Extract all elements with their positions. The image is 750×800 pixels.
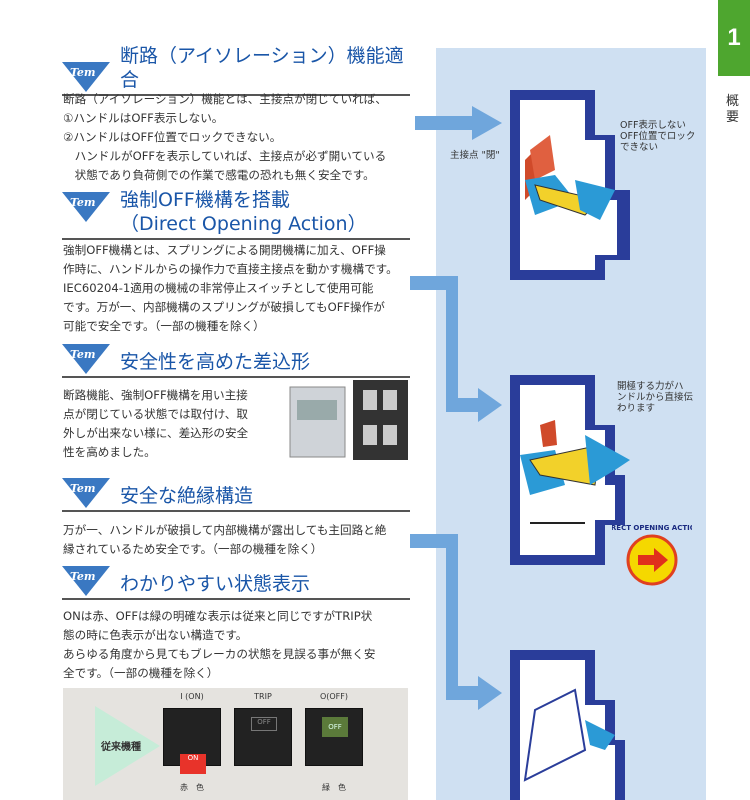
state-label-off: O(OFF) [319, 692, 349, 701]
switch-off: OFF [305, 708, 363, 766]
section-body-plug-in: 断路機能、強制OFF機構を用い主接点が閉じている状態では取付け、取外しが出来ない… [63, 388, 249, 459]
tem-logo-icon: Tem [62, 566, 110, 596]
label-main-contact: 主接点 "閉" [450, 150, 500, 161]
state-label-on: I (ON) [180, 692, 204, 701]
section-title: 断路（アイソレーション）機能適合 [120, 45, 404, 91]
switch-on: ON [163, 708, 221, 774]
section-header-insulation: Tem 安全な絶縁構造 [62, 478, 410, 512]
flow-arrows [410, 106, 502, 710]
chapter-label: 概要 [726, 94, 740, 125]
chapter-number: 1 [727, 24, 741, 51]
tem-logo-icon: Tem [62, 62, 110, 92]
label-direct-force: 開極する力がハ ンドルから直接伝 わります [617, 381, 694, 414]
badge-text: DIRECT OPENING ACTION [612, 524, 692, 532]
section-subtitle: （Direct Opening Action） [120, 213, 367, 235]
section-title: 安全性を高めた差込形 [120, 351, 311, 373]
tem-logo-icon: Tem [62, 192, 110, 222]
plug-in-breaker-image [289, 380, 408, 460]
breaker-diagram-direct-opening [510, 375, 630, 565]
handle-status-photo: 従来機種 I (ON) TRIP O(OFF) ON OFF OFF 赤 色 緑… [63, 688, 408, 800]
section-title: 強制OFF機構を搭載 [120, 189, 290, 211]
section-title: わかりやすい状態表示 [120, 573, 311, 595]
section-header-isolation: Tem 断路（アイソレーション）機能適合 [62, 44, 410, 96]
section-header-plug-in: Tem 安全性を高めた差込形 [62, 344, 410, 378]
color-label-red: 赤 色 [180, 783, 204, 792]
section-header-direct-opening: Tem 強制OFF機構を搭載（Direct Opening Action） [62, 188, 410, 240]
direct-opening-badge: DIRECT OPENING ACTION [612, 524, 692, 586]
arrow-shape [95, 706, 160, 786]
section-body-status-display: ONは赤、OFFは緑の明確な表示は従来と同じですがTRIP状態の時に色表示が出な… [63, 609, 376, 680]
chapter-tab[interactable]: 1 [718, 0, 750, 76]
state-label-trip: TRIP [254, 692, 272, 701]
row-label: 従来機種 [101, 742, 141, 753]
breaker-diagram-on [510, 90, 630, 280]
color-label-green: 緑 色 [322, 783, 346, 792]
section-header-status-display: Tem わかりやすい状態表示 [62, 566, 410, 600]
section-body-direct-opening: 強制OFF機構とは、スプリングによる開閉機構に加え、OFF操作時に、ハンドルから… [63, 243, 398, 333]
section-body-insulation: 万が一、ハンドルが破損して内部機構が露出しても主回路と絶縁されているため安全です… [63, 523, 387, 556]
switch-trip: OFF [234, 708, 292, 766]
section-body-isolation: 断路（アイソレーション）機能とは、主接点が閉じていれば、①ハンドルはOFF表示し… [63, 92, 387, 182]
breaker-diagram-off [510, 650, 625, 800]
tem-logo-icon: Tem [62, 344, 110, 374]
label-no-off: OFF表示しない OFF位置でロック できない [620, 120, 696, 153]
tem-logo-icon: Tem [62, 478, 110, 508]
section-title: 安全な絶縁構造 [120, 485, 254, 507]
